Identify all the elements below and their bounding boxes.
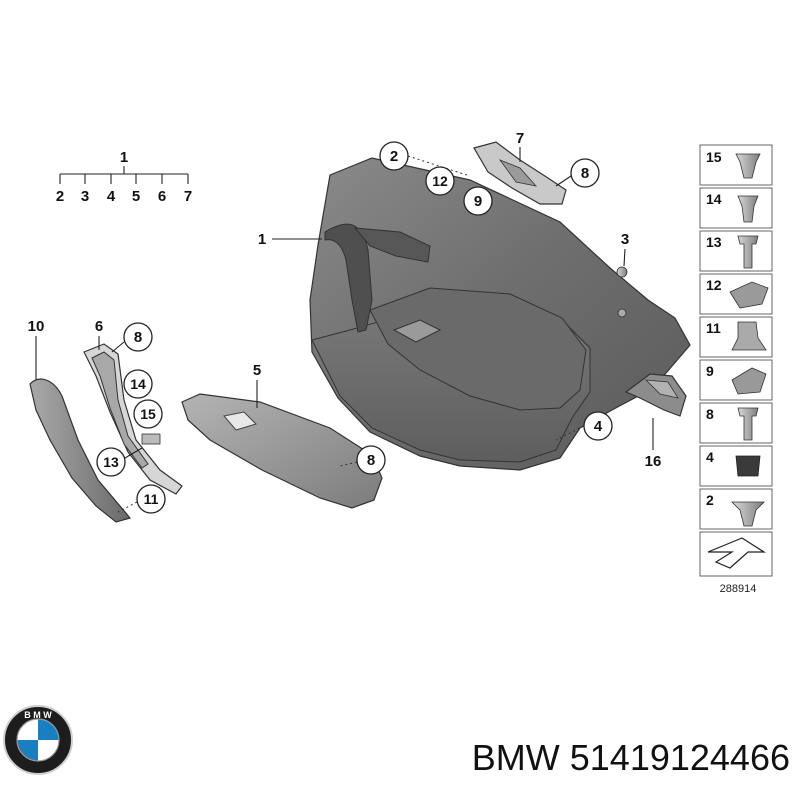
callout-6: 6 [95, 318, 103, 335]
callout-14: 14 [130, 376, 146, 392]
callout-2: 2 [390, 148, 398, 165]
callout-8-top: 8 [581, 165, 589, 182]
grommet-icon [735, 455, 761, 477]
callout-16: 16 [645, 453, 662, 470]
callouts: 1 2 12 9 7 8 3 4 16 5 8 10 [28, 130, 662, 514]
tree-child-label: 4 [107, 188, 116, 205]
legend-label: 9 [706, 363, 714, 379]
armrest [181, 393, 383, 509]
reference-number: 288914 [720, 583, 757, 595]
callout-12: 12 [432, 173, 448, 189]
bmw-logo: B M W [3, 705, 73, 775]
clip-icon [731, 321, 767, 351]
callout-10: 10 [28, 318, 45, 335]
parts-legend: 15 14 13 12 11 9 8 4 2 2 [699, 144, 773, 595]
footer-part-number: 51419124466 [570, 737, 790, 778]
callout-1: 1 [258, 231, 266, 248]
clip-icon [731, 367, 767, 395]
legend-label: 11 [706, 320, 721, 336]
legend-label: 13 [706, 234, 722, 250]
callout-4: 4 [594, 418, 603, 435]
legend-label: 2 [706, 492, 714, 508]
tree-child-label: 7 [184, 188, 192, 205]
callout-13: 13 [103, 454, 119, 470]
legend-label: 14 [706, 191, 722, 207]
logo-letters: B M W [24, 710, 52, 720]
legend-label: 4 [706, 449, 714, 465]
screw-icon [737, 407, 759, 441]
legend-label: 15 [706, 149, 722, 165]
legend-label: 12 [706, 277, 722, 293]
footer-brand: BMW [472, 737, 560, 778]
callout-3: 3 [621, 231, 629, 248]
handle-trim [29, 378, 132, 523]
clip-icon [735, 153, 761, 179]
screw-icon [737, 235, 759, 269]
tree-child-label: 5 [132, 188, 140, 205]
arrow-icon [707, 537, 767, 569]
callout-7: 7 [516, 130, 524, 147]
callout-8-armrest: 8 [367, 452, 375, 469]
clip-icon [731, 501, 765, 527]
clip-icon [737, 195, 759, 223]
tree-child-label: 2 [56, 188, 64, 205]
clip-icon [729, 281, 769, 309]
callout-5: 5 [253, 362, 261, 379]
cover-16 [624, 373, 687, 417]
tree-child-label: 3 [81, 188, 89, 205]
callout-11: 11 [144, 491, 159, 507]
legend-label: 8 [706, 406, 714, 422]
handle-bracket-top [473, 141, 567, 205]
grab-handle-bracket [83, 343, 183, 495]
tree-child-label: 6 [158, 188, 166, 205]
screw-3 [616, 266, 628, 278]
callout-8-left: 8 [134, 329, 142, 346]
callout-15: 15 [140, 406, 156, 422]
tree-root-label: 1 [120, 149, 128, 166]
callout-9: 9 [474, 193, 482, 210]
door-panel [309, 157, 691, 471]
assembly-tree: 1 2 3 4 5 6 7 [56, 149, 192, 205]
